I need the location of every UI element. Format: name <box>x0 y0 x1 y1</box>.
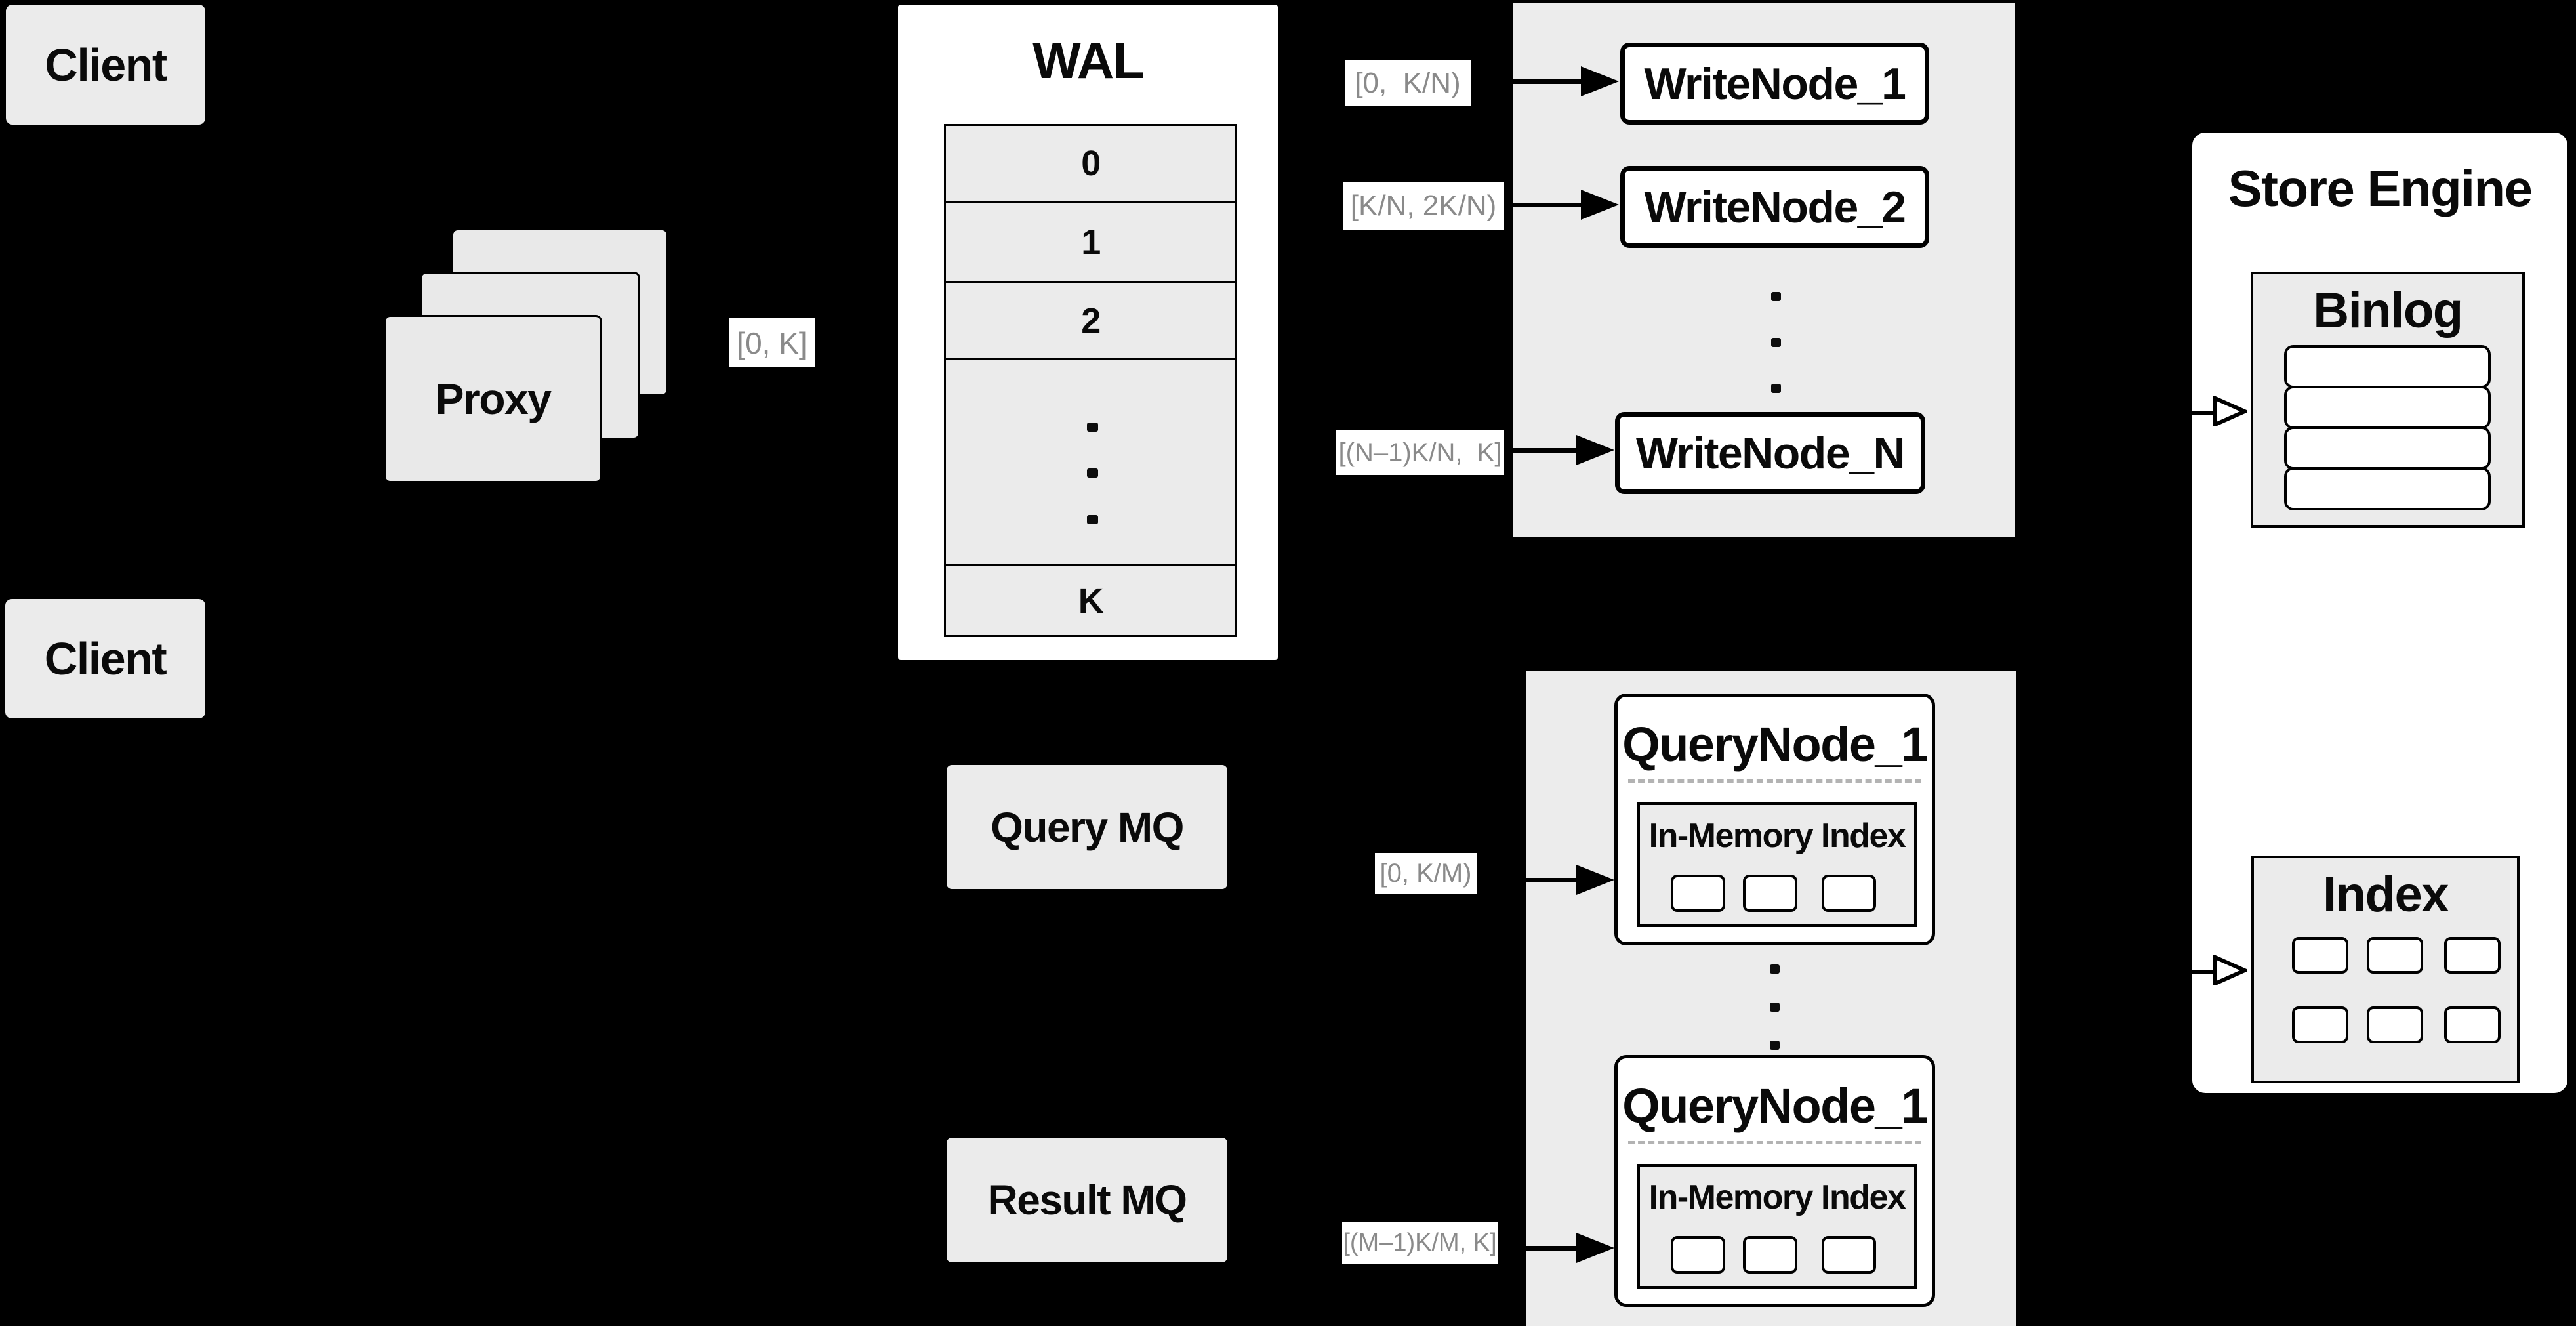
index-cell <box>2444 937 2501 974</box>
range-label-proxy-wal: [0, K] <box>729 318 815 367</box>
ellipsis-dots <box>1770 1041 1780 1050</box>
index-cell <box>2367 1006 2423 1043</box>
wal-row: 1 <box>944 201 1237 283</box>
store-engine-title: Store Engine <box>2228 159 2533 217</box>
range-label-writenode-n: [(N–1)K/N, K] <box>1336 430 1504 475</box>
binlog-title: Binlog <box>2313 283 2463 339</box>
arrow-head-hollow-index <box>2213 955 2247 985</box>
binlog-rows <box>2284 345 2491 510</box>
index-box: Index <box>2251 856 2520 1083</box>
arrow-line-querynode-1 <box>1522 878 1579 882</box>
binlog-row <box>2284 345 2491 388</box>
memory-cell <box>1822 1236 1876 1274</box>
write-node-1-label: WriteNode_1 <box>1644 58 1906 109</box>
memory-cell <box>1671 1236 1725 1274</box>
binlog-box: Binlog <box>2251 272 2525 528</box>
write-node-n: WriteNode_N <box>1615 412 1925 494</box>
store-engine-box: Store Engine Binlog Index <box>2190 130 2570 1096</box>
client-bottom-label: Client <box>44 633 167 684</box>
range-label-querynode-1: [0, K/M) <box>1375 853 1477 894</box>
query-node-1: QueryNode_1 In-Memory Index <box>1614 694 1935 945</box>
ellipsis-dots <box>1087 423 1098 432</box>
in-memory-index-title: In-Memory Index <box>1648 817 1906 855</box>
wal-row: 2 <box>944 281 1237 360</box>
ellipsis-dots <box>1087 468 1098 478</box>
client-top-node: Client <box>6 5 205 125</box>
index-cell <box>2292 1006 2348 1043</box>
result-mq-label: Result MQ <box>987 1176 1187 1224</box>
wal-box: WAL 0 1 2 K <box>895 2 1280 663</box>
write-node-2: WriteNode_2 <box>1620 166 1929 248</box>
arrow-head-querynode-1 <box>1576 865 1614 895</box>
index-cell <box>2367 937 2423 974</box>
range-label-writenode-2: [K/N, 2K/N) <box>1343 182 1504 230</box>
write-node-1: WriteNode_1 <box>1620 43 1929 125</box>
write-node-n-label: WriteNode_N <box>1635 428 1906 478</box>
arrow-line-index <box>2162 970 2216 974</box>
write-node-2-label: WriteNode_2 <box>1644 182 1906 232</box>
query-node-m: QueryNode_1 In-Memory Index <box>1614 1055 1935 1307</box>
binlog-row <box>2284 386 2491 429</box>
memory-cell <box>1743 1236 1797 1274</box>
client-top-label: Client <box>45 39 167 91</box>
index-cell <box>2444 1006 2501 1043</box>
divider-dashed <box>1628 779 1921 783</box>
proxy-label: Proxy <box>435 375 552 423</box>
query-node-1-title: QueryNode_1 <box>1622 716 1928 772</box>
arrow-line-binlog <box>2162 411 2216 415</box>
client-bottom-node: Client <box>5 599 205 718</box>
memory-cell <box>1822 875 1876 912</box>
binlog-row <box>2284 426 2491 470</box>
query-node-m-title: QueryNode_1 <box>1622 1078 1928 1133</box>
index-title: Index <box>2323 867 2449 922</box>
proxy-stack: Proxy <box>384 228 669 484</box>
range-label-querynode-m: [(M–1)K/M, K] <box>1342 1222 1498 1264</box>
range-label-writenode-1: [0, K/N) <box>1345 60 1471 106</box>
arrow-head-writenode-2 <box>1581 190 1619 220</box>
query-mq-label: Query MQ <box>991 803 1184 851</box>
wal-segment-table: 0 1 2 K <box>944 124 1237 637</box>
ellipsis-dots <box>1771 292 1781 301</box>
ellipsis-dots <box>1771 338 1781 347</box>
ellipsis-dots <box>1087 515 1098 524</box>
arrow-line-querynode-m <box>1522 1246 1579 1251</box>
wal-row-ellipsis <box>944 358 1237 566</box>
arrow-head-writenode-1 <box>1581 66 1619 96</box>
in-memory-index-box: In-Memory Index <box>1637 1164 1917 1289</box>
wal-title: WAL <box>1032 31 1144 89</box>
arrow-line-writenode-n <box>1507 448 1576 453</box>
index-cell <box>2292 937 2348 974</box>
divider-dashed <box>1628 1141 1921 1144</box>
wal-row: 0 <box>944 124 1237 203</box>
proxy-node: Proxy <box>384 315 602 483</box>
arrow-line-writenode-2 <box>1507 203 1581 207</box>
result-mq-node: Result MQ <box>947 1138 1227 1262</box>
query-mq-node: Query MQ <box>947 765 1227 889</box>
ellipsis-dots <box>1771 384 1781 393</box>
arrow-head-hollow-binlog <box>2213 396 2247 426</box>
memory-cell <box>1671 875 1725 912</box>
in-memory-index-box: In-Memory Index <box>1637 802 1917 927</box>
arrow-head-writenode-n <box>1576 435 1614 465</box>
memory-cell <box>1743 875 1797 912</box>
in-memory-index-title: In-Memory Index <box>1648 1178 1906 1216</box>
binlog-row <box>2284 467 2491 510</box>
arrow-head-querynode-m <box>1576 1233 1614 1263</box>
arrow-line-writenode-1 <box>1507 79 1581 84</box>
wal-row: K <box>944 564 1237 637</box>
ellipsis-dots <box>1770 1003 1780 1012</box>
ellipsis-dots <box>1770 964 1780 974</box>
